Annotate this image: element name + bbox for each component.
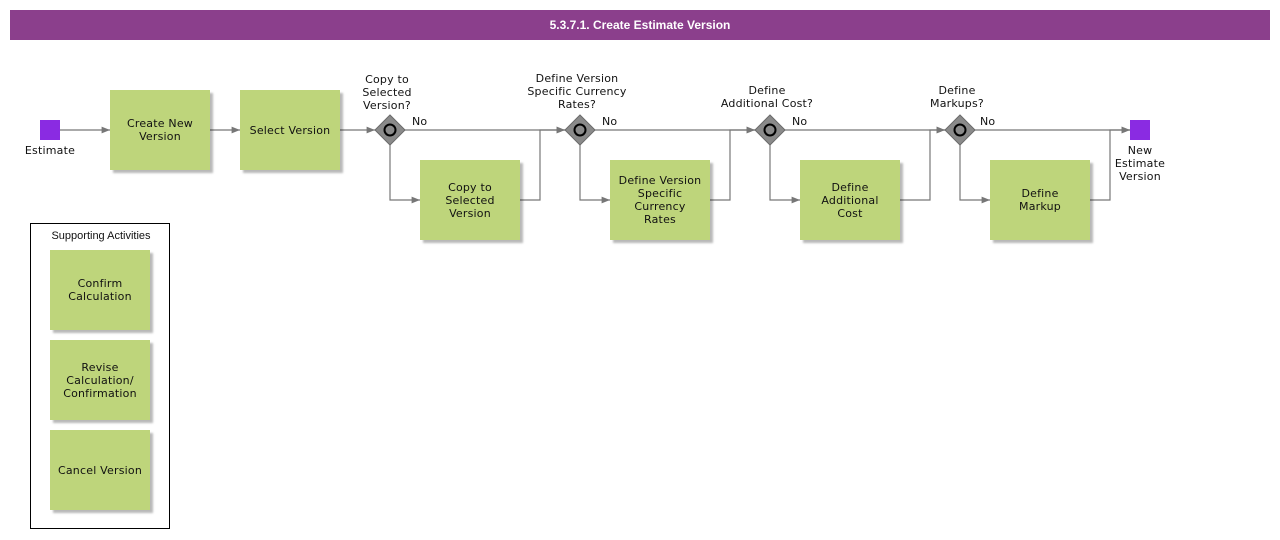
activity-select-version[interactable]: Select Version (240, 90, 340, 170)
activity-define-markup[interactable]: Define Markup (990, 160, 1090, 240)
diagram-title-bar: 5.3.7.1. Create Estimate Version (10, 10, 1270, 40)
gateway-copy-question: Copy to Selected Version? (362, 73, 412, 112)
connector-copy-to-gw2 (520, 126, 565, 201)
gateway-cost-no-label: No (792, 115, 808, 128)
gateway-markups-no-label: No (980, 115, 996, 128)
gateway-currency-question: Define Version Specific Currency Rates? (527, 72, 627, 111)
gateway-markups-diamond (944, 114, 976, 146)
diagram-title: 5.3.7.1. Create Estimate Version (549, 18, 731, 32)
gateway-copy-diamond (374, 114, 406, 146)
end-event-label: New Estimate Version (1114, 144, 1166, 183)
end-event (1130, 120, 1150, 140)
gateway-currency-no-label: No (602, 115, 618, 128)
activity-copy-to-selected-version[interactable]: Copy to Selected Version (420, 160, 520, 240)
gateway-cost-question: Define Additional Cost? (720, 84, 814, 110)
gateway-copy-no-label: No (412, 115, 428, 128)
connector-gw4-yes (959, 145, 990, 204)
start-event-label: Estimate (24, 144, 76, 157)
connector-cost-to-gw4 (900, 126, 945, 201)
supporting-confirm-calculation[interactable]: Confirm Calculation (50, 250, 150, 330)
supporting-activities-title: Supporting Activities (51, 230, 151, 242)
activity-define-additional-cost[interactable]: Define Additional Cost (800, 160, 900, 240)
connector-currency-to-gw3 (710, 126, 755, 201)
supporting-activities-panel: Supporting Activities (30, 223, 170, 529)
gateway-cost-diamond (754, 114, 786, 146)
gateways-shapes (374, 114, 976, 146)
connector-gw1-yes (389, 145, 420, 204)
gateway-markups-question: Define Markups? (930, 84, 984, 110)
gateway-currency-diamond (564, 114, 596, 146)
supporting-revise-calculation[interactable]: Revise Calculation/ Confirmation (50, 340, 150, 420)
supporting-cancel-version[interactable]: Cancel Version (50, 430, 150, 510)
activity-define-currency-rates[interactable]: Define Version Specific Currency Rates (610, 160, 710, 240)
connector-gw2-yes (579, 145, 610, 204)
activity-create-new-version[interactable]: Create New Version (110, 90, 210, 170)
start-event (40, 120, 60, 140)
connector-gw3-yes (769, 145, 800, 204)
connector-markup-to-end (1090, 126, 1130, 201)
